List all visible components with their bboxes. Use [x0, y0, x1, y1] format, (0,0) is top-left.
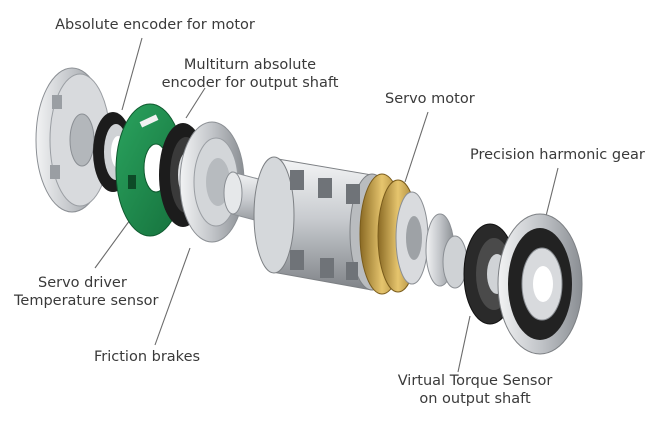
label-multiturn-line2: encoder for output shaft	[161, 75, 339, 91]
label-multiturn-line1: Multiturn absolute	[183, 57, 317, 73]
leader-torque-sensor	[457, 315, 471, 373]
label-torque-line2: on output shaft	[419, 391, 531, 407]
leader-multiturn-encoder	[185, 87, 206, 119]
label-torque-sensor: Virtual Torque Sensor on output shaft	[380, 372, 570, 408]
harmonic-gear-housing	[497, 213, 583, 355]
leader-absolute-encoder	[121, 37, 143, 111]
label-harmonic-gear: Precision harmonic gear	[470, 147, 645, 163]
encoder-cover-disc	[35, 67, 111, 213]
label-torque-line1: Virtual Torque Sensor	[397, 373, 553, 389]
leader-servo-driver	[94, 219, 131, 269]
label-servo-driver-line1: Servo driver	[38, 275, 127, 291]
leader-friction-brakes	[154, 247, 191, 346]
stator-rings	[359, 173, 429, 295]
label-absolute-encoder-motor: Absolute encoder for motor	[55, 17, 255, 33]
label-servo-driver-line2: Temperature sensor	[14, 293, 159, 309]
label-servo-driver: Servo driver Temperature sensor	[14, 274, 159, 310]
label-servo-motor: Servo motor	[385, 91, 475, 107]
leader-harmonic-gear	[544, 167, 559, 221]
leader-servo-motor	[404, 111, 429, 183]
leader-lines	[94, 37, 559, 373]
label-multiturn-encoder: Multiturn absolute encoder for output sh…	[150, 56, 350, 92]
output-flange	[425, 213, 468, 289]
label-friction-brakes: Friction brakes	[94, 349, 201, 365]
